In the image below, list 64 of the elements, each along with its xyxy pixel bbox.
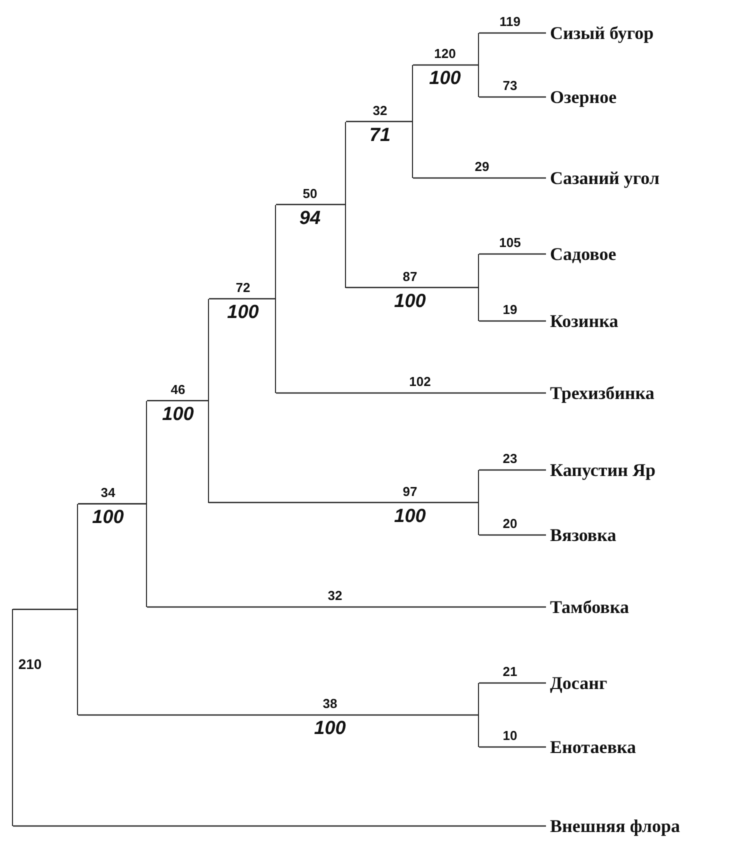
- branch-line: [147, 400, 208, 402]
- edge-label: 46: [170, 382, 186, 398]
- branch-line: [479, 469, 546, 471]
- edge-label: 105: [499, 235, 521, 251]
- edge-label: 50: [302, 186, 318, 202]
- branch-line: [413, 64, 478, 66]
- edge-label: 20: [502, 516, 518, 532]
- support-value: 100: [394, 506, 426, 528]
- support-value: 100: [394, 290, 426, 312]
- taxon-label: Капустин Яр: [550, 458, 656, 482]
- support-value: 100: [429, 68, 461, 90]
- branch-line: [479, 32, 546, 34]
- taxon-label: Вязовка: [550, 523, 616, 547]
- edge-label: 32: [328, 588, 342, 604]
- branch-line: [479, 96, 546, 98]
- branch-line: [479, 253, 546, 255]
- support-value: 100: [227, 302, 259, 324]
- edge-label: 87: [402, 268, 418, 284]
- taxon-label: Садовое: [550, 242, 616, 266]
- edge-label: 38: [322, 696, 338, 712]
- taxon-label: Сизый бугор: [550, 21, 654, 45]
- branch-line: [479, 320, 546, 322]
- branch-line: [479, 746, 546, 748]
- branch-line: [479, 682, 546, 684]
- edge-label: 29: [474, 159, 490, 175]
- taxon-label: Внешняя флора: [550, 814, 680, 838]
- branch-line: [346, 120, 412, 122]
- taxon-label: Досанг: [550, 671, 608, 695]
- branch-line: [276, 392, 546, 394]
- edge-label: 102: [409, 374, 431, 390]
- support-value: 100: [314, 718, 346, 740]
- taxon-label: Озерное: [550, 85, 617, 109]
- edge-label: 10: [502, 728, 518, 744]
- edge-label: 32: [372, 102, 388, 118]
- support-value: 100: [162, 404, 194, 426]
- branch-line: [209, 502, 478, 504]
- branch-line: [78, 714, 478, 716]
- edge-label: 19: [502, 302, 518, 318]
- support-value: 71: [369, 124, 391, 146]
- edge-label: 119: [500, 14, 520, 30]
- branch-line: [346, 286, 478, 288]
- taxon-label: Трехизбинка: [550, 381, 654, 405]
- edge-label: 72: [236, 280, 250, 296]
- edge-label: 21: [502, 664, 518, 680]
- branch-line: [13, 825, 546, 827]
- branch-line: [209, 298, 275, 300]
- edge-label: 34: [100, 484, 116, 501]
- taxon-label: Сазаний угол: [550, 166, 660, 190]
- edge-label: 120: [434, 46, 456, 62]
- edge-label: 97: [402, 484, 418, 500]
- taxon-label: Тамбовка: [550, 595, 629, 619]
- edge-label: 73: [502, 78, 518, 94]
- support-value: 94: [299, 208, 321, 230]
- branch-line: [13, 608, 77, 610]
- branch-line: [78, 503, 146, 504]
- edge-label: 23: [502, 451, 518, 467]
- branch-line: [147, 606, 546, 608]
- branch-length: 210: [18, 655, 42, 673]
- branch-line: [479, 534, 546, 536]
- support-value: 100: [92, 506, 124, 529]
- branch-line: [276, 204, 345, 206]
- taxon-label: Козинка: [550, 309, 618, 333]
- taxon-label: Енотаевка: [550, 735, 636, 759]
- branch-line: [413, 177, 546, 179]
